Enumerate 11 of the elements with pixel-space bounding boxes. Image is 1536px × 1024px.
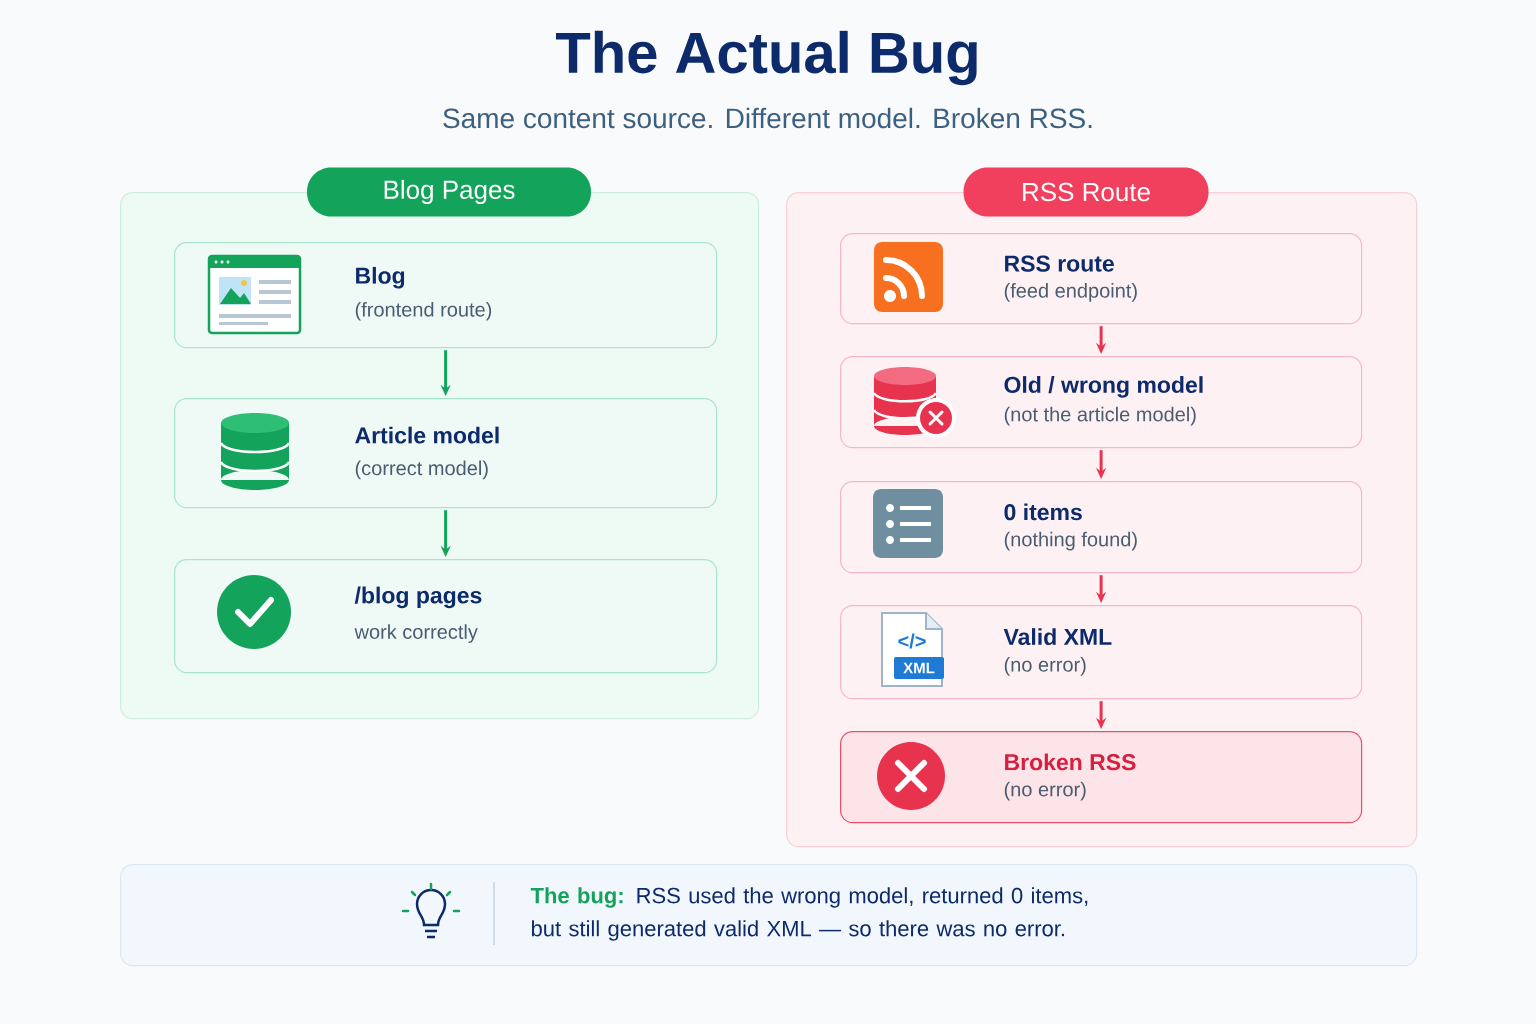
step-card: Article model (correct model) <box>174 398 718 509</box>
heading-pill: Blog Pages <box>307 167 591 217</box>
step-card: Broken RSS (no error) <box>840 731 1363 824</box>
note-box: The bug: RSS used the wrong model, returned 0 items, but still generated valid XML — so there was no error. <box>120 864 1418 967</box>
subtitle: Same content source. Different model. Broken RSS. <box>443 107 1092 129</box>
step-card: 0 items (nothing found) <box>840 481 1363 574</box>
step-card: RSS route (feed endpoint) <box>840 233 1363 325</box>
heading-pill: RSS Route <box>963 167 1209 217</box>
step-card: /blog pages work correctly <box>174 559 718 674</box>
title: The Actual Bug <box>556 30 977 86</box>
step-card: Old / wrong model (not the article model) <box>840 356 1363 449</box>
